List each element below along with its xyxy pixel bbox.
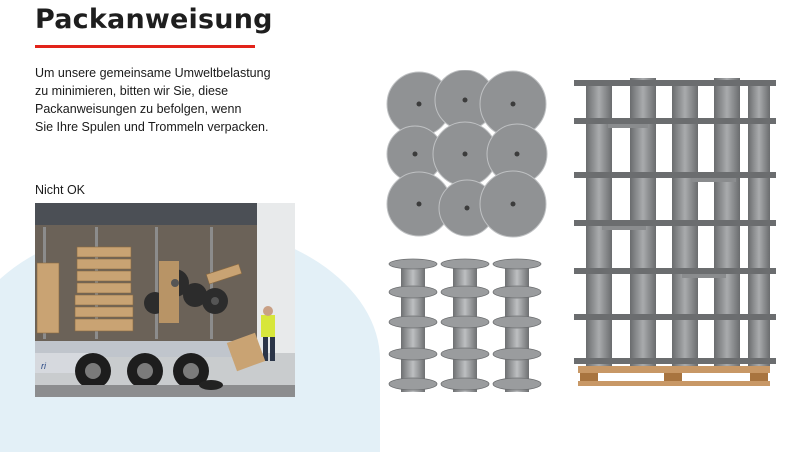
svg-text:ri: ri [41, 361, 47, 371]
intro-line: zu minimieren, bitten wir Sie, diese [35, 84, 229, 98]
intro-line: Packanweisungen zu befolgen, wenn [35, 102, 242, 116]
spools-on-pallet-illustration [572, 72, 778, 388]
intro-line: Sie Ihre Spulen und Trommeln verpacken. [35, 120, 269, 134]
intro-text: Um unsere gemeinsame Umweltbelastung zu … [35, 64, 335, 136]
page-title: Packanweisung [35, 4, 273, 35]
intro-line: Um unsere gemeinsame Umweltbelastung [35, 66, 271, 80]
spools-top-view-illustration [385, 70, 550, 238]
title-underline [35, 45, 255, 48]
photo-caption: Nicht OK [35, 183, 86, 197]
truck-photo: ri [35, 203, 295, 397]
spools-side-view-illustration [385, 256, 550, 400]
